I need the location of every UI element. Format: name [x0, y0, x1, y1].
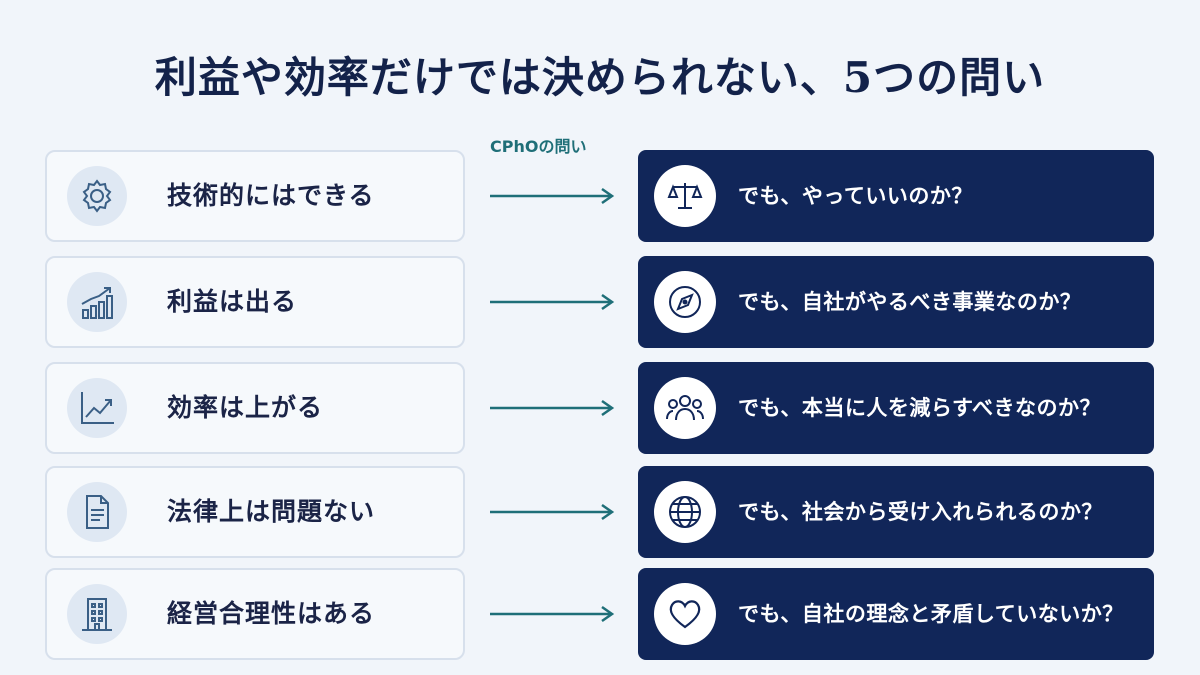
question-text: でも、本当に人を減らすべきなのか？ [738, 396, 1101, 420]
question-text: でも、社会から受け入れられるのか？ [738, 500, 1103, 524]
statement-text: 技術的にはできる [167, 181, 375, 210]
line-chart-up-icon [67, 378, 127, 438]
question-row: 技術的にはできる でも、やっていいのか？ [0, 150, 1200, 242]
question-text: でも、やっていいのか？ [738, 184, 973, 208]
document-icon [67, 482, 127, 542]
arrow-right-icon [490, 503, 615, 521]
question-text: でも、自社の理念と矛盾していないか？ [738, 602, 1124, 626]
question-card: でも、やっていいのか？ [638, 150, 1154, 242]
question-text: でも、自社がやるべき事業なのか？ [738, 290, 1082, 314]
statement-card: 経営合理性はある [45, 568, 465, 660]
statement-card: 利益は出る [45, 256, 465, 348]
arrow-right-icon [490, 293, 615, 311]
question-card: でも、本当に人を減らすべきなのか？ [638, 362, 1154, 454]
arrow-right-icon [490, 187, 615, 205]
statement-card: 法律上は問題ない [45, 466, 465, 558]
statement-text: 法律上は問題ない [167, 497, 376, 526]
people-group-icon [654, 377, 716, 439]
statement-card: 技術的にはできる [45, 150, 465, 242]
heart-icon [654, 583, 716, 645]
question-row: 経営合理性はある でも、自社の理念と矛盾していないか？ [0, 568, 1200, 660]
building-icon [67, 584, 127, 644]
question-row: 効率は上がる でも、本当に人を減らすべきなのか？ [0, 362, 1200, 454]
statement-text: 利益は出る [167, 287, 298, 316]
statement-text: 経営合理性はある [167, 599, 376, 628]
question-row: 法律上は問題ない でも、社会から受け入れられるのか？ [0, 466, 1200, 558]
statement-text: 効率は上がる [167, 393, 324, 422]
arrow-right-icon [490, 399, 615, 417]
column-label-cpho-questions: CPhOの問い [490, 137, 587, 156]
page-title: 利益や効率だけでは決められない、5つの問い [154, 53, 1046, 102]
compass-icon [654, 271, 716, 333]
arrow-right-icon [490, 605, 615, 623]
globe-icon [654, 481, 716, 543]
question-card: でも、自社の理念と矛盾していないか？ [638, 568, 1154, 660]
question-card: でも、社会から受け入れられるのか？ [638, 466, 1154, 558]
bar-chart-growth-icon [67, 272, 127, 332]
gear-icon [67, 166, 127, 226]
statement-card: 効率は上がる [45, 362, 465, 454]
question-card: でも、自社がやるべき事業なのか？ [638, 256, 1154, 348]
scales-icon [654, 165, 716, 227]
question-row: 利益は出る でも、自社がやるべき事業なのか？ [0, 256, 1200, 348]
